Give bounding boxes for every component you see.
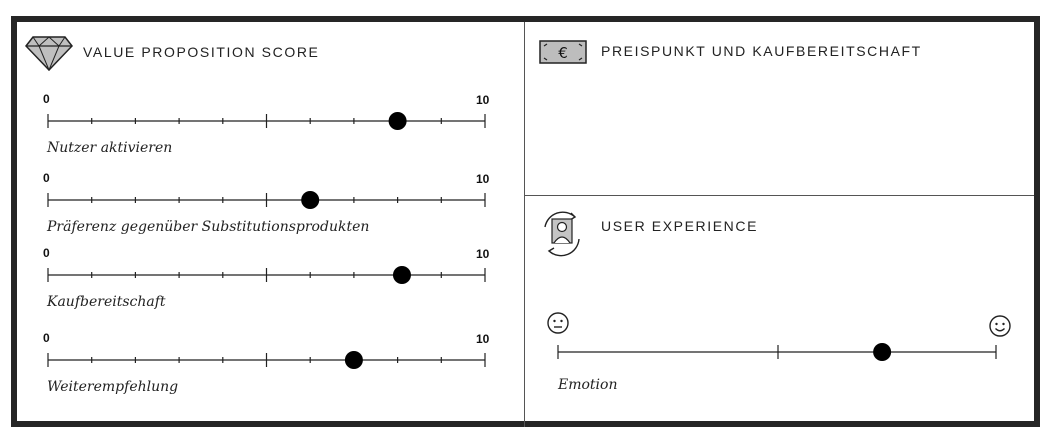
scale-max-label: 10: [476, 247, 490, 261]
canvas-frame: [11, 16, 1040, 427]
scale-max-label: 10: [476, 93, 490, 107]
scale-min-label: 0: [43, 246, 50, 260]
diamond-icon: [25, 35, 73, 76]
scale-min-label: 0: [43, 171, 50, 185]
user-cycle-icon: [535, 207, 589, 264]
horizontal-divider: [525, 195, 1034, 196]
neutral-face-icon: [546, 311, 570, 339]
value-proposition-title: VALUE PROPOSITION SCORE: [83, 44, 320, 60]
scale-min-label: 0: [43, 331, 50, 345]
scale-1: [47, 112, 486, 130]
scale-4: [47, 351, 486, 369]
emotion-label: Emotion: [558, 377, 618, 393]
scale-max-label: 10: [476, 172, 490, 186]
emotion-marker[interactable]: [873, 343, 892, 361]
scale-caption: Kaufbereitschaft: [47, 294, 166, 310]
smiley-face-icon: [988, 314, 1012, 342]
scale-min-label: 0: [43, 92, 50, 106]
user-experience-title: USER EXPERIENCE: [601, 218, 759, 234]
scale-marker[interactable]: [344, 351, 363, 369]
scale-max-label: 10: [476, 332, 490, 346]
scale-marker[interactable]: [388, 112, 407, 130]
scale-3: [47, 266, 486, 284]
scale-caption: Präferenz gegenüber Substitutionsprodukt…: [47, 219, 370, 235]
svg-text:€: €: [558, 44, 568, 62]
scale-marker[interactable]: [392, 266, 411, 284]
scale-marker[interactable]: [301, 191, 320, 209]
euro-banknote-icon: €: [538, 38, 590, 71]
scale-2: [47, 191, 486, 209]
price-point-title: PREISPUNKT UND KAUFBEREITSCHAFT: [601, 43, 922, 59]
scale-caption: Weiterempfehlung: [47, 379, 179, 395]
vertical-divider: [524, 22, 525, 427]
scale-caption: Nutzer aktivieren: [47, 140, 173, 156]
emotion-scale: [557, 343, 997, 361]
